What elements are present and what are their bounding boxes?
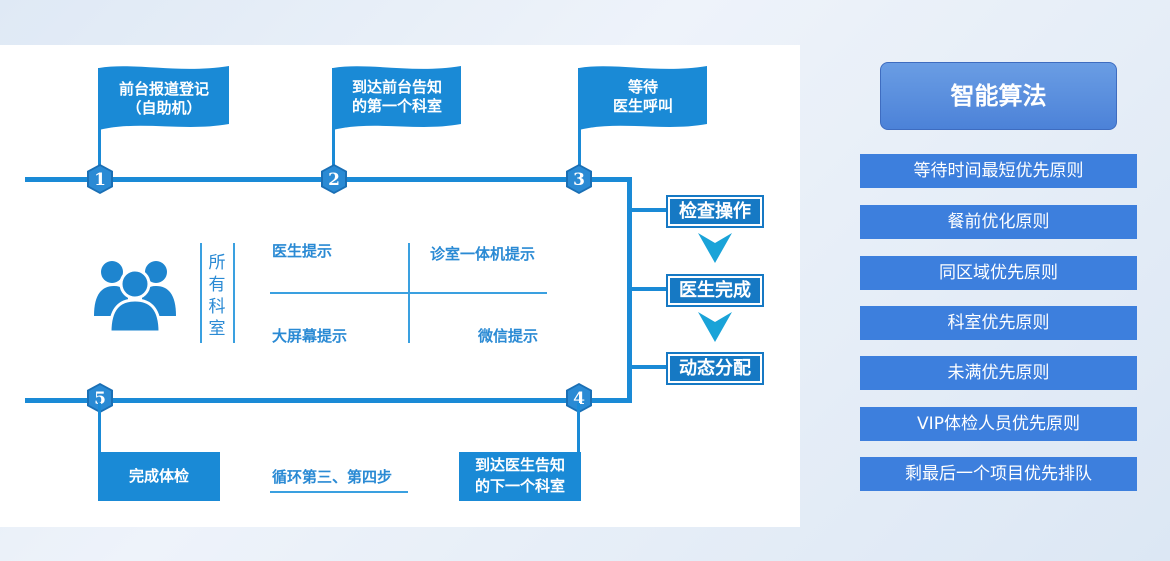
next-room-text: 到达医生告知 的下一个科室 [474, 456, 565, 495]
rooms-left-bar [200, 243, 202, 343]
flag-1-text: 前台报道登记 （自助机） [118, 80, 209, 117]
connector-to-step-3 [630, 365, 668, 369]
loop-text: 循环第三、第四步 [272, 468, 393, 486]
next-room-box: 到达医生告知 的下一个科室 [459, 452, 581, 501]
rule-item-6: VIP体检人员优先原则 [860, 407, 1137, 441]
bottom-pole-5 [98, 403, 101, 453]
flag-2-text: 到达前台告知 的第一个科室 [351, 78, 442, 115]
rule-item-5: 未满优先原则 [860, 356, 1137, 390]
connector-to-step-2 [630, 287, 668, 291]
algorithm-title: 智能算法 [880, 62, 1117, 130]
rooms-right-bar [233, 243, 235, 343]
rule-item-2: 餐前优化原则 [860, 205, 1137, 239]
down-chevron-icon-1 [698, 233, 732, 263]
all-rooms-label: 所有科室 [208, 253, 226, 339]
people-icon [94, 261, 176, 332]
bottom-flow-line [25, 398, 631, 403]
step-dynamic-allocation: 动态分配 [668, 354, 762, 383]
connector-to-step-1 [630, 208, 668, 212]
flag-2 [333, 66, 461, 130]
hint-doctor: 医生提示 [272, 242, 333, 260]
step-marker-2: 2 [321, 164, 347, 194]
step-exam-operation: 检查操作 [668, 197, 762, 226]
right-vertical-line [627, 177, 632, 403]
rule-item-7: 剩最后一个项目优先排队 [860, 457, 1137, 491]
rule-item-1: 等待时间最短优先原则 [860, 154, 1137, 188]
step-marker-1: 1 [87, 164, 113, 194]
flag-3 [579, 66, 707, 130]
down-chevron-icon-2 [698, 312, 732, 342]
step-marker-3: 3 [566, 164, 592, 194]
rule-item-3: 同区域优先原则 [860, 256, 1137, 290]
hint-big-screen: 大屏幕提示 [272, 327, 348, 345]
step-marker-4: 4 [566, 383, 592, 413]
flag-1 [99, 66, 229, 130]
step-marker-5: 5 [87, 383, 113, 413]
bottom-pole-4 [577, 403, 580, 453]
hint-terminal: 诊室一体机提示 [430, 245, 536, 263]
flag-3-text: 等待 医生呼叫 [612, 78, 673, 115]
step-doctor-complete: 医生完成 [668, 276, 762, 305]
complete-exam-box: 完成体检 [98, 452, 220, 501]
hint-wechat: 微信提示 [478, 327, 539, 345]
loop-underline [270, 491, 408, 493]
rule-item-4: 科室优先原则 [860, 306, 1137, 340]
hints-vertical-divider [408, 243, 410, 343]
